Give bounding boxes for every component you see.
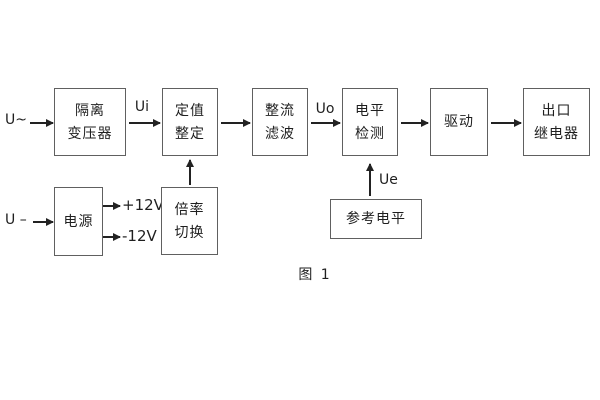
block-isolation-transformer: 隔离 变压器	[54, 88, 126, 156]
block-power-supply-label: 电源	[63, 213, 94, 230]
block-driver-label: 驱动	[444, 114, 474, 130]
arrow-ac-input-icon	[30, 119, 54, 126]
block-level-detect-line2: 检测	[355, 125, 385, 142]
block-ratio-switch-line1: 倍率	[174, 201, 205, 218]
block-reference-level: 参考电平	[330, 199, 422, 239]
arrow-setpoint-to-rectifier-icon	[221, 119, 251, 126]
label-plus12v: +12V	[122, 196, 164, 214]
figure-caption: 图 1	[298, 267, 332, 283]
arrow-dc-input-icon	[33, 218, 54, 225]
block-reference-level-label: 参考电平	[346, 211, 406, 227]
block-level-detect-line1: 电平	[355, 102, 385, 119]
label-ue: Ue	[379, 172, 398, 188]
block-rectifier-filter-line1: 整流	[265, 102, 295, 119]
arrow-ue-icon	[366, 163, 373, 196]
arrow-driver-to-relay-icon	[491, 119, 522, 126]
block-setpoint-adjust: 定值 整定	[162, 88, 218, 156]
block-output-relay-line2: 继电器	[534, 125, 579, 142]
arrow-uo-icon	[311, 119, 341, 126]
arrow-level-to-driver-icon	[401, 119, 429, 126]
block-power-supply: 电源	[54, 187, 103, 256]
block-setpoint-adjust-line1: 定值	[175, 102, 205, 119]
block-level-detect: 电平 检测	[342, 88, 398, 156]
block-rectifier-filter-line2: 滤波	[265, 125, 295, 142]
block-ratio-switch-line2: 切换	[174, 224, 205, 241]
block-ratio-switch: 倍率 切换	[161, 187, 218, 255]
arrow-ui-icon	[129, 119, 161, 126]
arrow-ratio-to-setpoint-icon	[186, 159, 193, 185]
block-isolation-transformer-line1: 隔离	[75, 102, 105, 119]
block-rectifier-filter: 整流 滤波	[252, 88, 308, 156]
block-output-relay-line1: 出口	[541, 102, 572, 119]
label-minus12v: -12V	[122, 227, 157, 245]
block-setpoint-adjust-line2: 整定	[175, 125, 205, 142]
label-uo: Uo	[315, 101, 335, 117]
label-ac-input: U~	[5, 112, 27, 128]
block-output-relay: 出口 继电器	[523, 88, 590, 156]
label-dc-input: U –	[5, 212, 27, 228]
block-isolation-transformer-line2: 变压器	[67, 125, 113, 142]
block-driver: 驱动	[430, 88, 488, 156]
arrow-minus12-icon	[103, 233, 121, 240]
arrow-plus12-icon	[103, 202, 121, 209]
label-ui: Ui	[134, 99, 150, 115]
